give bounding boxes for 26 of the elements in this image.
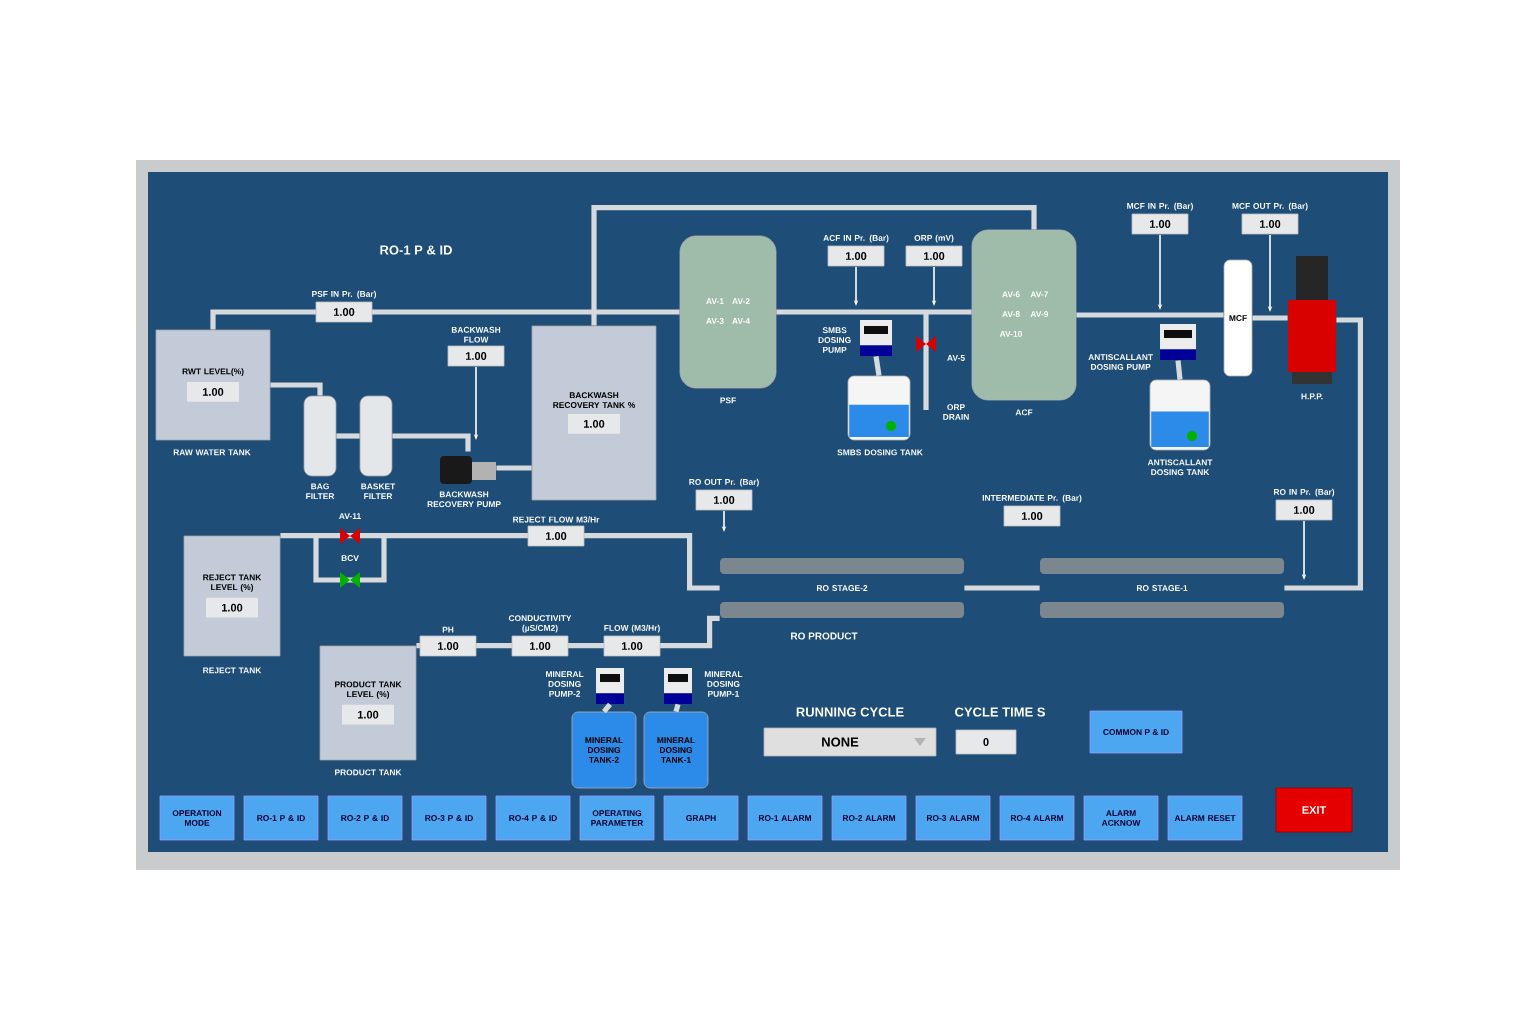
pump-drawing: [860, 320, 892, 356]
pump-drawing: [1160, 324, 1196, 360]
pipe: [591, 205, 1037, 326]
pipe: [673, 703, 681, 713]
pump-drawing: [1288, 256, 1336, 384]
filter-vessel: [303, 395, 337, 477]
filter-vessel: [359, 395, 393, 477]
pipe: [873, 356, 882, 376]
pump-drawing: [664, 668, 692, 704]
pipe: [964, 585, 1040, 591]
dosing-tank: [847, 375, 911, 441]
pipe: [1175, 360, 1183, 380]
pipe: [336, 433, 360, 439]
pipe: [392, 433, 471, 452]
pump-drawing: [596, 668, 624, 704]
dosing-tank: [1149, 379, 1211, 451]
pipe: [776, 309, 972, 315]
pipe: [210, 309, 680, 330]
pipe: [602, 702, 612, 714]
pump-drawing: [440, 456, 496, 484]
pipe: [1076, 312, 1224, 318]
pipe: [280, 533, 720, 591]
pipe: [1252, 315, 1288, 321]
pipe: [270, 382, 323, 396]
pipe: [496, 465, 532, 471]
pipe: [1284, 317, 1363, 591]
